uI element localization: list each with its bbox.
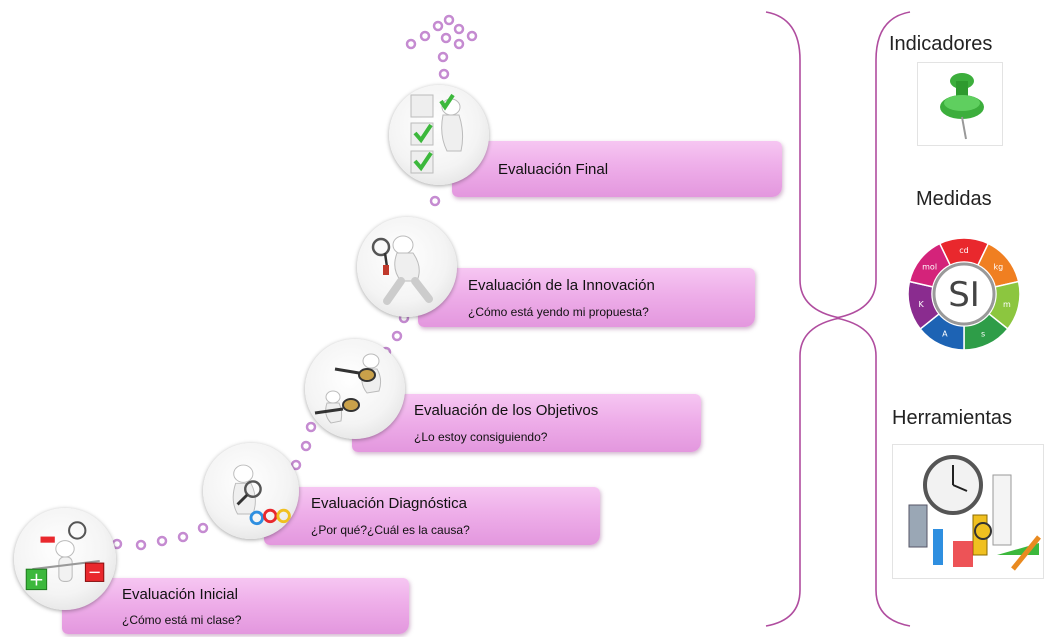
step-subtitle: ¿Cómo está mi clase? (122, 613, 242, 627)
si-segment (908, 242, 952, 288)
step-title: Evaluación Inicial (122, 586, 238, 603)
si-unit-label: s (981, 330, 985, 339)
indicators-label: Indicadores (889, 33, 993, 55)
step-box-final: Evaluación Final (452, 141, 782, 197)
si-center (932, 262, 996, 326)
step-box-diagnostica: Evaluación Diagnóstica ¿Por qué?¿Cuál es… (264, 487, 600, 545)
measuring-tools-icon (892, 444, 1044, 579)
two-figures-magnifiers-icon (305, 339, 405, 439)
step-box-innovacion: Evaluación de la Innovación ¿Cómo está y… (418, 268, 755, 327)
running-figure-magnifier-icon (357, 217, 457, 317)
step-title: Evaluación de los Objetivos (414, 402, 599, 419)
si-unit-label: K (918, 300, 924, 309)
tools-label: Herramientas (892, 407, 1013, 429)
step-box-inicial: Evaluación Inicial ¿Cómo está mi clase? (62, 578, 409, 634)
measures-label: Medidas (916, 188, 992, 210)
step-title: Evaluación Diagnóstica (311, 495, 467, 512)
magnifier-gears-figure-icon (203, 443, 299, 539)
green-pushpin-icon (917, 62, 1003, 146)
step-box-objetivos: Evaluación de los Objetivos ¿Lo estoy co… (352, 394, 701, 452)
step-subtitle: ¿Lo estoy consiguiendo? (414, 430, 548, 444)
svg-text:−: − (88, 562, 102, 581)
step-subtitle: ¿Cómo está yendo mi propuesta? (468, 305, 649, 319)
si-center-text: SI (948, 275, 980, 315)
svg-text:+: + (29, 570, 44, 591)
si-unit-label: A (942, 330, 948, 339)
si-unit-label: mol (922, 263, 937, 272)
si-unit-label: m (1003, 300, 1011, 309)
step-title: Evaluación de la Innovación (468, 277, 655, 294)
step-title: Evaluación Final (498, 161, 609, 178)
step-subtitle: ¿Por qué?¿Cuál es la causa? (311, 523, 470, 537)
si-unit-label: kg (994, 263, 1004, 272)
checklist-figure-icon (389, 85, 489, 185)
si-unit-label: cd (959, 246, 968, 255)
plus-minus-balance-figure-icon: + − (14, 508, 116, 610)
